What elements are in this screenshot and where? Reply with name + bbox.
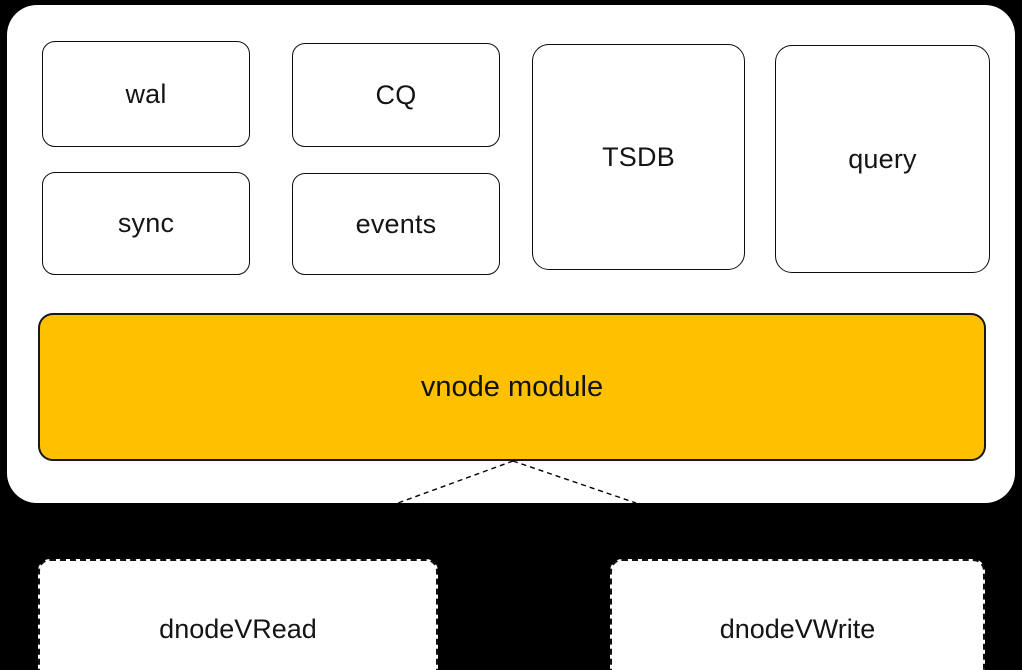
module-box-sync[interactable]: sync (42, 172, 250, 275)
module-label-cq: CQ (375, 79, 417, 110)
module-label-tsdb: TSDB (602, 141, 675, 172)
module-label-query: query (848, 143, 917, 174)
module-box-cq[interactable]: CQ (292, 43, 500, 147)
module-box-events[interactable]: events (292, 173, 500, 275)
module-label-wal: wal (125, 78, 167, 109)
module-label-sync: sync (117, 208, 175, 238)
module-label-events: events (355, 208, 437, 239)
dnode-box-dnodevread[interactable]: dnodeVRead (38, 559, 438, 670)
module-box-wal[interactable]: wal (42, 41, 250, 147)
vnode-module-label: vnode module (420, 370, 604, 403)
dnode-box-dnodevwrite[interactable]: dnodeVWrite (610, 559, 985, 670)
module-box-query[interactable]: query (775, 45, 990, 273)
dnode-label-dnodevwrite: dnodeVWrite (719, 613, 876, 644)
module-box-tsdb[interactable]: TSDB (532, 44, 745, 270)
dnode-label-dnodevread: dnodeVRead (159, 613, 317, 644)
vnode-module-bar[interactable]: vnode module (38, 313, 986, 461)
